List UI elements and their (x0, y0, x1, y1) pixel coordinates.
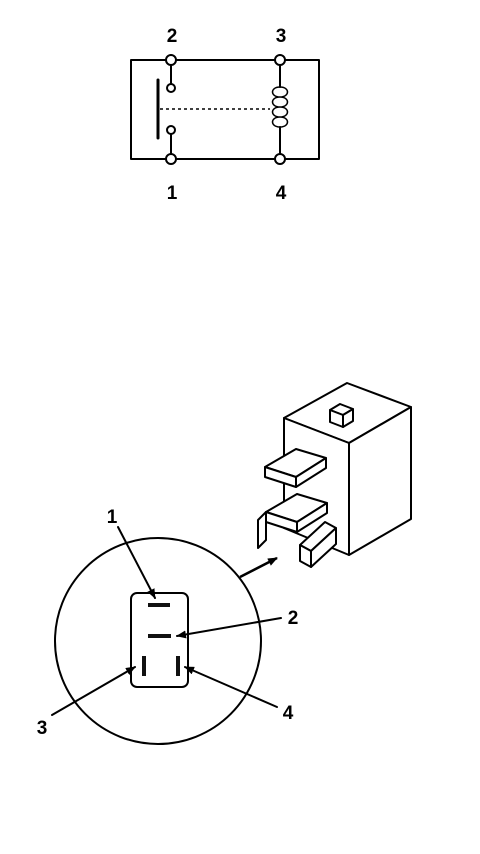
terminal-label-2: 2 (167, 26, 178, 47)
relay-schematic: 2 3 1 4 (130, 26, 320, 204)
relay-pin-middle (257, 493, 328, 549)
leader-2 (176, 617, 282, 639)
callout-label-3: 3 (37, 718, 48, 739)
terminal-1-dot (165, 153, 177, 165)
terminal-3-dot (274, 54, 286, 66)
terminal-label-4: 4 (276, 183, 287, 204)
callout-label-4: 4 (283, 703, 294, 724)
terminal-4-dot (274, 153, 286, 165)
relay-cap (329, 403, 354, 428)
slot-4 (176, 656, 180, 676)
relay-body (257, 382, 412, 568)
coil-icon (271, 60, 289, 160)
callout-label-2: 2 (288, 608, 299, 629)
callout-label-1: 1 (107, 507, 118, 528)
schematic-outline (130, 59, 320, 160)
relay-pin-bottom (299, 521, 337, 568)
view-arrow (239, 556, 278, 579)
connector-housing (130, 592, 189, 688)
slot-2 (148, 634, 171, 638)
connector-magnified-view: 1 2 3 4 (37, 507, 299, 745)
terminal-label-1: 1 (167, 183, 178, 204)
leader-3 (51, 666, 136, 716)
leader-1 (117, 526, 156, 599)
switch-contact (156, 60, 176, 160)
terminal-label-3: 3 (276, 26, 287, 47)
relay-pin-top (264, 448, 327, 488)
leader-4 (184, 666, 278, 708)
slot-1 (148, 603, 170, 607)
terminal-2-dot (165, 54, 177, 66)
magnifier-circle (54, 537, 262, 745)
slot-3 (142, 656, 146, 676)
